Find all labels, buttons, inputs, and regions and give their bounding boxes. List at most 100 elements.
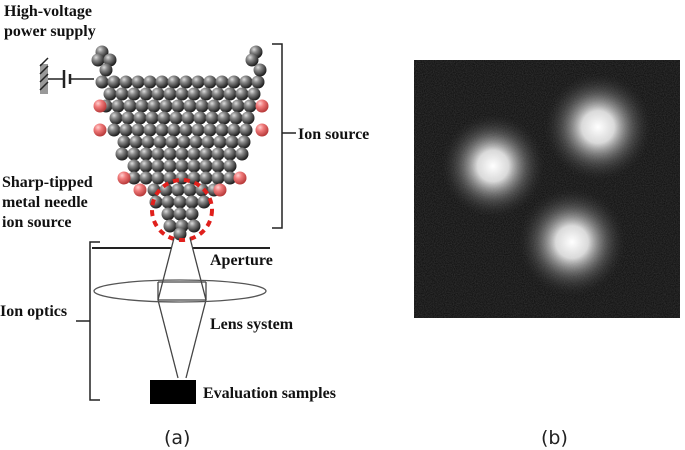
atom bbox=[179, 123, 193, 137]
atom bbox=[241, 111, 255, 125]
atom bbox=[239, 75, 253, 89]
atom bbox=[147, 99, 161, 113]
atom bbox=[127, 87, 141, 101]
atom bbox=[211, 87, 225, 101]
highlight-atom bbox=[93, 99, 107, 113]
atom bbox=[161, 207, 175, 221]
atom bbox=[149, 195, 163, 209]
atom bbox=[127, 171, 141, 185]
ion-optics-bracket bbox=[89, 241, 100, 401]
atom bbox=[163, 147, 177, 161]
atom bbox=[189, 135, 203, 149]
atom bbox=[151, 147, 165, 161]
atom bbox=[183, 183, 197, 197]
emission-spot-3 bbox=[518, 188, 626, 296]
atom bbox=[139, 87, 153, 101]
atom bbox=[223, 147, 237, 161]
atom bbox=[131, 123, 145, 137]
atom bbox=[203, 75, 217, 89]
atom bbox=[139, 159, 153, 173]
atom bbox=[183, 99, 197, 113]
atom bbox=[123, 99, 137, 113]
atom bbox=[155, 75, 169, 89]
tip-highlight-circle bbox=[150, 178, 214, 242]
highlight-atom bbox=[133, 183, 147, 197]
atom bbox=[173, 195, 187, 209]
atom bbox=[187, 219, 201, 233]
emission-spot-1 bbox=[441, 114, 545, 218]
atom bbox=[135, 99, 149, 113]
atom bbox=[111, 99, 125, 113]
label-power-supply-2: power supply bbox=[4, 23, 96, 40]
atom bbox=[207, 99, 221, 113]
label-evaluation-samples: Evaluation samples bbox=[203, 385, 336, 402]
atom bbox=[171, 99, 185, 113]
atom bbox=[139, 147, 153, 161]
atom bbox=[133, 111, 147, 125]
ion-source-bracket bbox=[272, 43, 283, 229]
atom bbox=[185, 195, 199, 209]
atom bbox=[251, 75, 265, 89]
highlight-atom bbox=[93, 123, 107, 137]
atom bbox=[131, 75, 145, 89]
label-power-supply-1: High-voltage bbox=[4, 3, 92, 20]
atom bbox=[129, 135, 143, 149]
atom bbox=[141, 135, 155, 149]
atom bbox=[95, 75, 109, 89]
label-ion-optics: Ion optics bbox=[0, 303, 67, 320]
atom bbox=[187, 87, 201, 101]
atom bbox=[175, 147, 189, 161]
atom bbox=[205, 111, 219, 125]
atom bbox=[203, 123, 217, 137]
label-needle-2: metal needle bbox=[2, 194, 88, 211]
atom bbox=[253, 63, 267, 77]
atom bbox=[167, 123, 181, 137]
atom bbox=[127, 159, 141, 173]
atom bbox=[217, 111, 231, 125]
atom bbox=[239, 123, 253, 137]
atom bbox=[115, 87, 129, 101]
atom bbox=[175, 87, 189, 101]
atom bbox=[91, 53, 105, 67]
ion-source-atoms bbox=[91, 45, 269, 241]
atom bbox=[223, 171, 237, 185]
atom bbox=[199, 147, 213, 161]
atom bbox=[103, 53, 117, 67]
atom bbox=[143, 75, 157, 89]
atom bbox=[139, 171, 153, 185]
highlight-atom bbox=[117, 171, 131, 185]
atom bbox=[199, 159, 213, 173]
label-aperture: Aperture bbox=[210, 252, 273, 269]
atom bbox=[153, 135, 167, 149]
atom bbox=[235, 87, 249, 101]
caption-b: (b) bbox=[541, 427, 568, 449]
atom bbox=[145, 111, 159, 125]
atom bbox=[199, 171, 213, 185]
atom bbox=[143, 123, 157, 137]
atom bbox=[223, 159, 237, 173]
atom bbox=[107, 75, 121, 89]
atom bbox=[171, 183, 185, 197]
atom bbox=[211, 171, 225, 185]
highlight-atom bbox=[255, 99, 269, 113]
atom bbox=[225, 135, 239, 149]
ground-symbol bbox=[39, 57, 94, 94]
atom bbox=[119, 123, 133, 137]
atom bbox=[245, 53, 259, 67]
panel-a: High-voltage power supply Ion source Sha… bbox=[0, 3, 369, 449]
atom bbox=[161, 195, 175, 209]
atom bbox=[223, 87, 237, 101]
atom bbox=[127, 147, 141, 161]
atom bbox=[215, 123, 229, 137]
atom bbox=[151, 171, 165, 185]
label-lens-system: Lens system bbox=[210, 316, 294, 333]
atom bbox=[227, 75, 241, 89]
label-needle-1: Sharp-tipped bbox=[2, 174, 93, 191]
atom bbox=[187, 171, 201, 185]
ion-beam bbox=[157, 237, 207, 379]
atom bbox=[219, 99, 233, 113]
atom bbox=[231, 99, 245, 113]
atom bbox=[117, 135, 131, 149]
highlight-atom bbox=[233, 171, 247, 185]
